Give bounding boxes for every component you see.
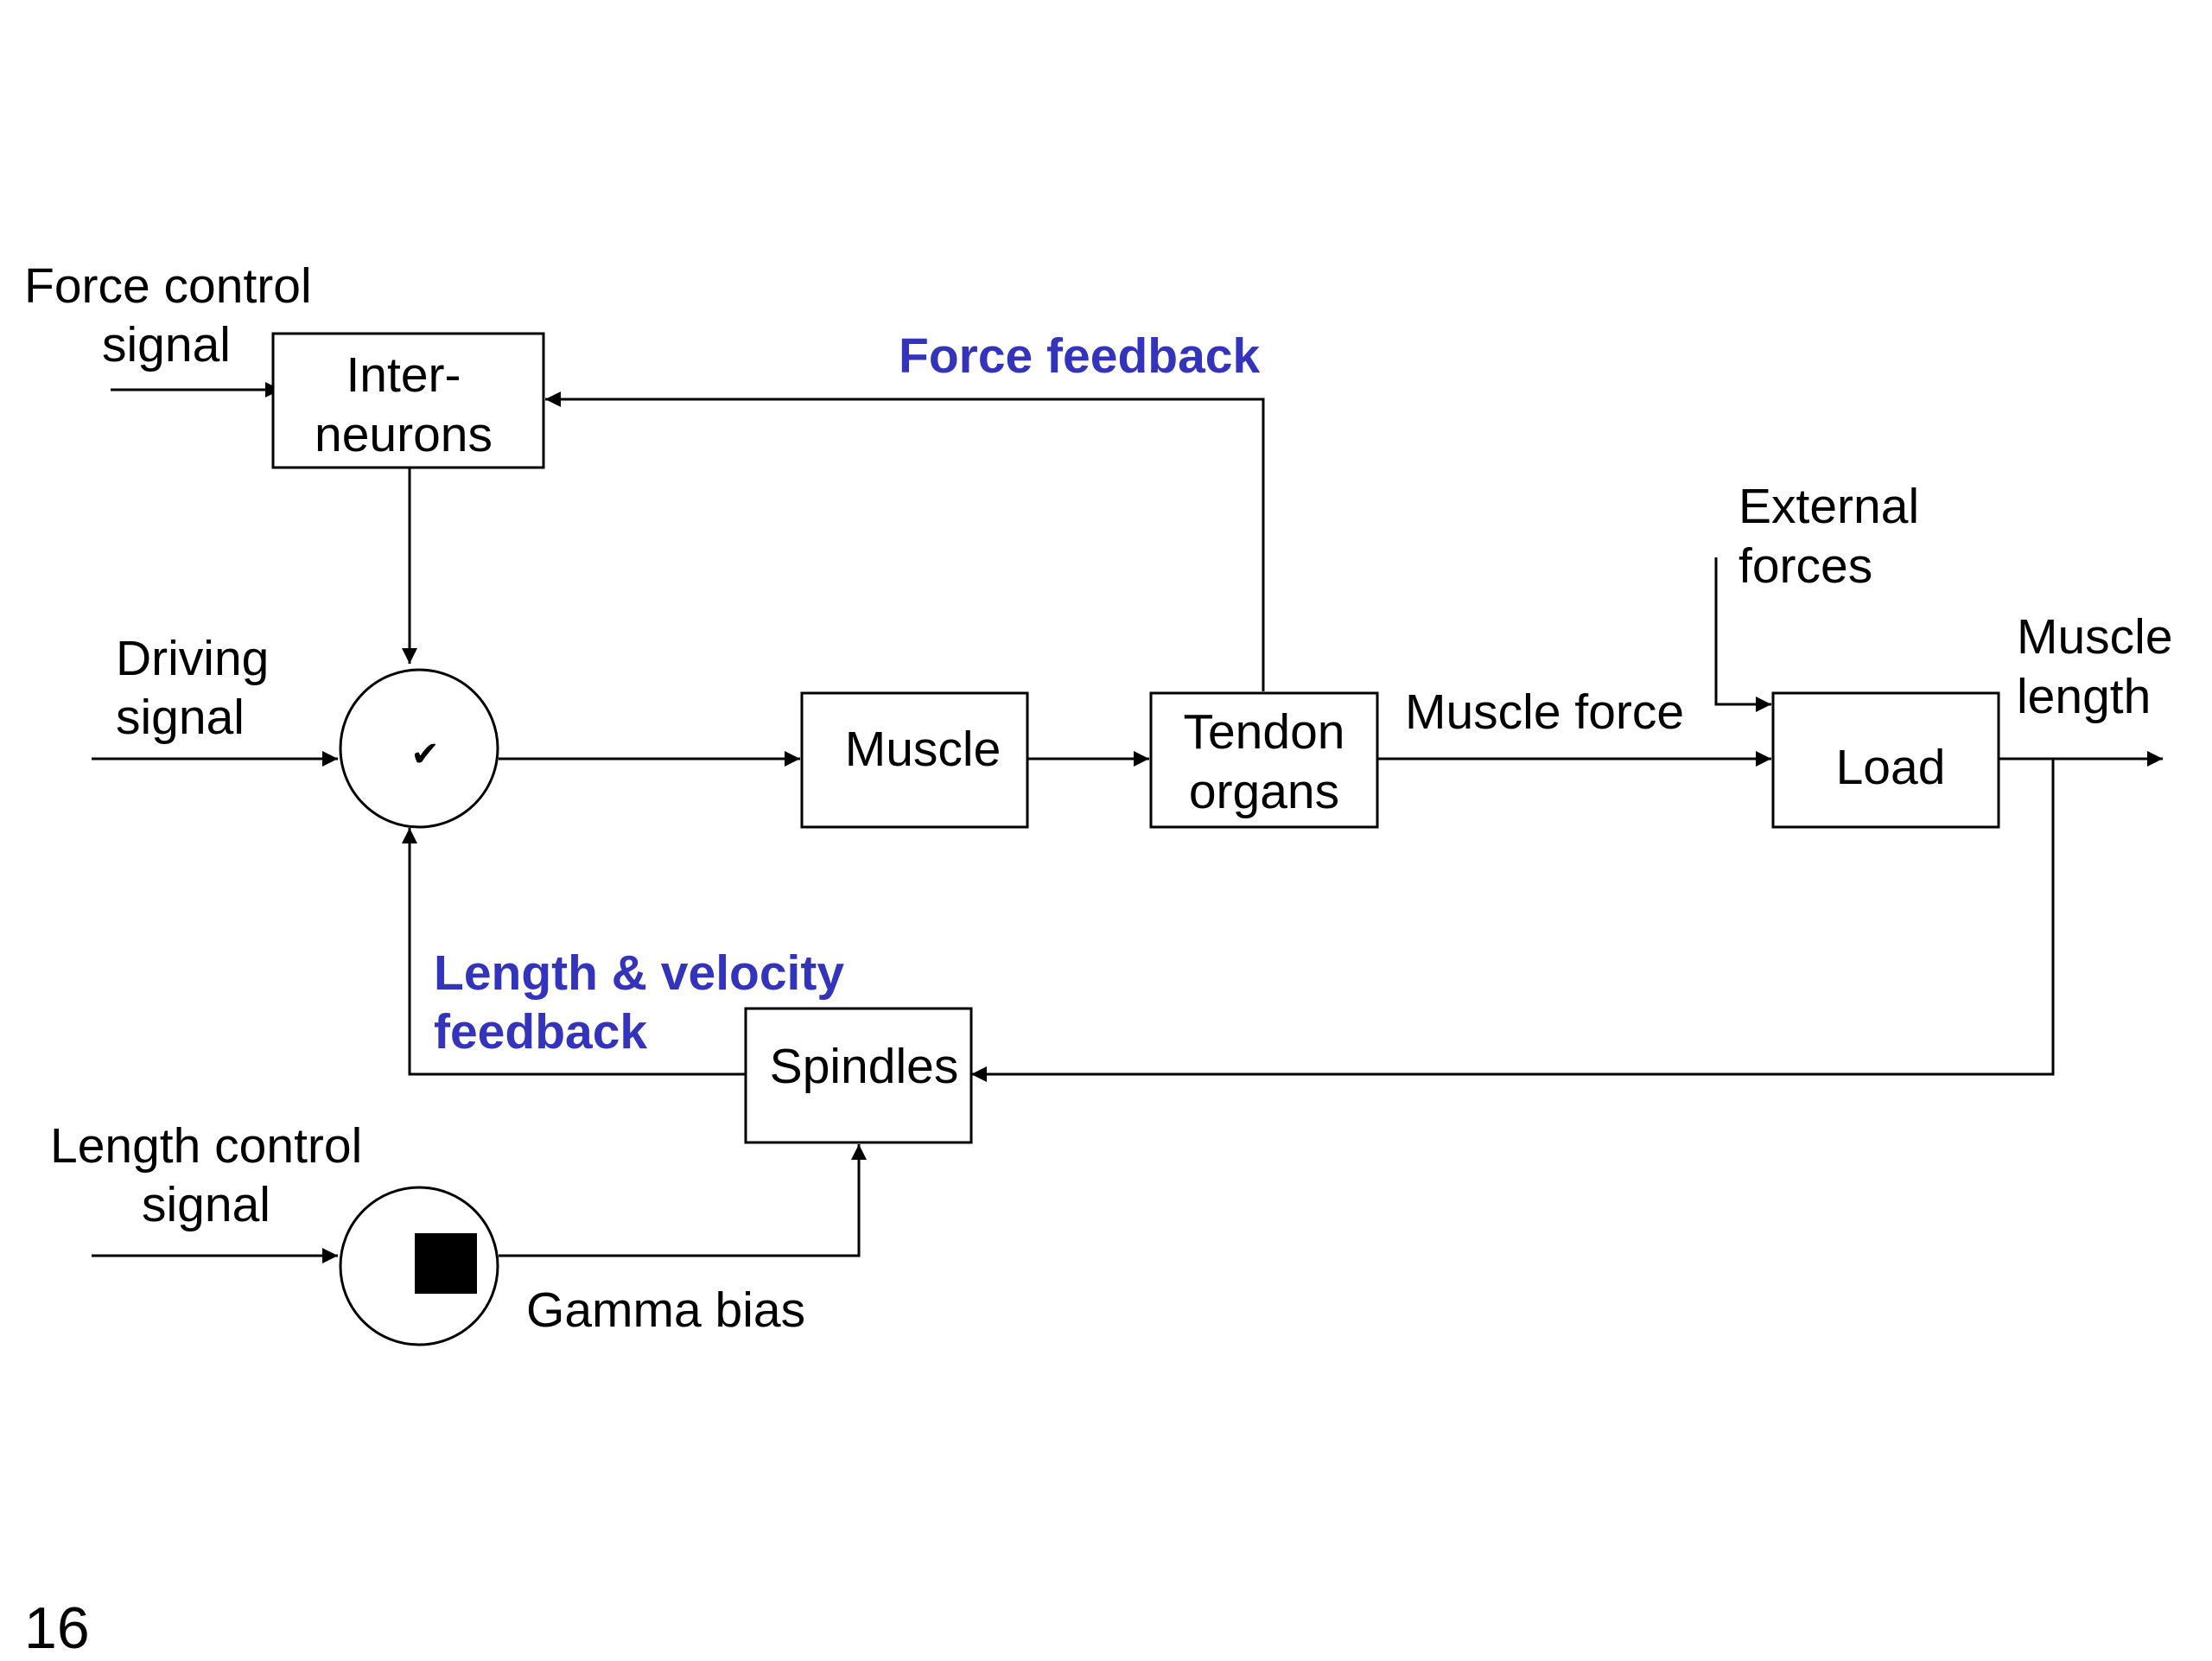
- spindles-label: Spindles: [770, 1039, 959, 1094]
- summing-node: ✔: [339, 668, 499, 829]
- spindles-block: Spindles: [744, 1007, 973, 1144]
- external-forces-label-line1: External: [1738, 479, 1919, 534]
- muscle-length-label-line2: length: [2017, 669, 2151, 724]
- length-control-signal-label-line1: Length control: [50, 1118, 362, 1174]
- gamma-node: [339, 1186, 499, 1346]
- interneurons-label-line1: Inter-: [346, 347, 461, 403]
- muscle-length-label-line1: Muscle: [2017, 609, 2173, 665]
- interneurons-block: Inter- neurons: [271, 332, 545, 469]
- length-control-signal-label-line2: signal: [142, 1177, 270, 1232]
- muscle-block: Muscle: [800, 691, 1029, 829]
- spindles-to-sum-wire: [402, 828, 746, 1076]
- load-block: Load: [1771, 691, 2000, 829]
- driving-signal-label-line1: Driving: [116, 631, 269, 686]
- external-forces-label-line2: forces: [1738, 538, 1872, 594]
- muscle-force-label: Muscle force: [1405, 684, 1684, 740]
- filled-square-icon: [415, 1233, 477, 1294]
- page-number: 16: [24, 1595, 90, 1661]
- length-velocity-feedback-label-line2: feedback: [434, 1004, 647, 1060]
- force-control-signal-label-line2: signal: [102, 317, 231, 372]
- force-control-signal-label-line1: Force control: [24, 258, 312, 314]
- interneurons-label-line2: neurons: [315, 407, 493, 462]
- checkmark-icon: ✔: [410, 735, 440, 774]
- force-feedback-label: Force feedback: [899, 328, 1260, 384]
- length-feedback-return-wire: [971, 759, 2055, 1082]
- force-feedback-wire: [545, 391, 1265, 691]
- tendon-organs-label-line1: Tendon: [1183, 704, 1344, 760]
- external-forces-wire: [1714, 557, 1771, 712]
- gamma-bias-label: Gamma bias: [526, 1282, 805, 1338]
- muscle-label: Muscle: [845, 722, 1001, 777]
- tendon-organs-label-line2: organs: [1189, 764, 1339, 819]
- gamma-bias-wire: [499, 1144, 867, 1257]
- driving-signal-label-line2: signal: [116, 690, 245, 745]
- tendon-organs-block: Tendon organs: [1149, 691, 1379, 829]
- length-velocity-feedback-label-line1: Length & velocity: [434, 945, 844, 1001]
- load-label: Load: [1836, 740, 1946, 795]
